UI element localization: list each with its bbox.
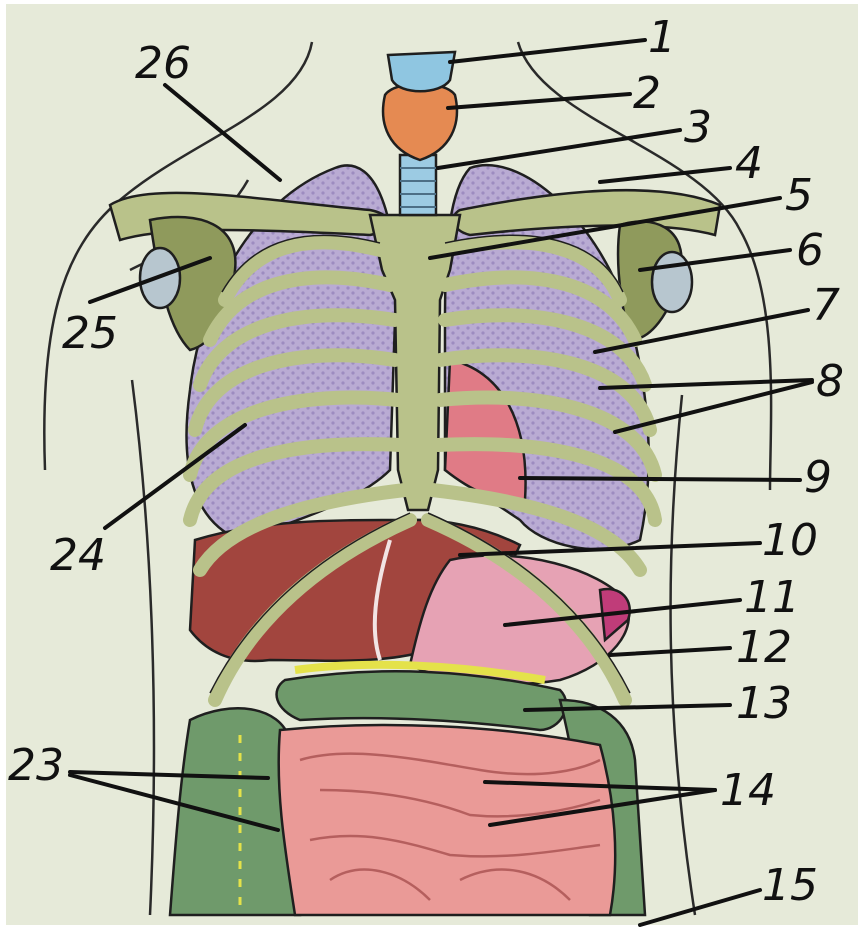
label-9: 9 <box>804 452 832 503</box>
label-14: 14 <box>720 765 776 816</box>
label-6: 6 <box>796 225 824 276</box>
left-humeral-head <box>652 252 692 312</box>
label-13: 13 <box>736 678 792 729</box>
label-10: 10 <box>762 515 818 566</box>
label-11: 11 <box>744 572 800 623</box>
label-25: 25 <box>62 308 118 359</box>
label-8: 8 <box>816 356 844 407</box>
label-3: 3 <box>684 102 712 153</box>
label-1: 1 <box>648 12 676 63</box>
label-5: 5 <box>785 170 813 221</box>
larynx <box>388 52 455 91</box>
label-12: 12 <box>736 622 792 673</box>
label-7: 7 <box>812 280 840 331</box>
label-2: 2 <box>633 68 661 119</box>
label-23: 23 <box>8 740 64 791</box>
label-15: 15 <box>762 860 818 911</box>
label-24: 24 <box>50 530 106 581</box>
label-4: 4 <box>735 138 763 189</box>
label-26: 26 <box>135 38 191 89</box>
